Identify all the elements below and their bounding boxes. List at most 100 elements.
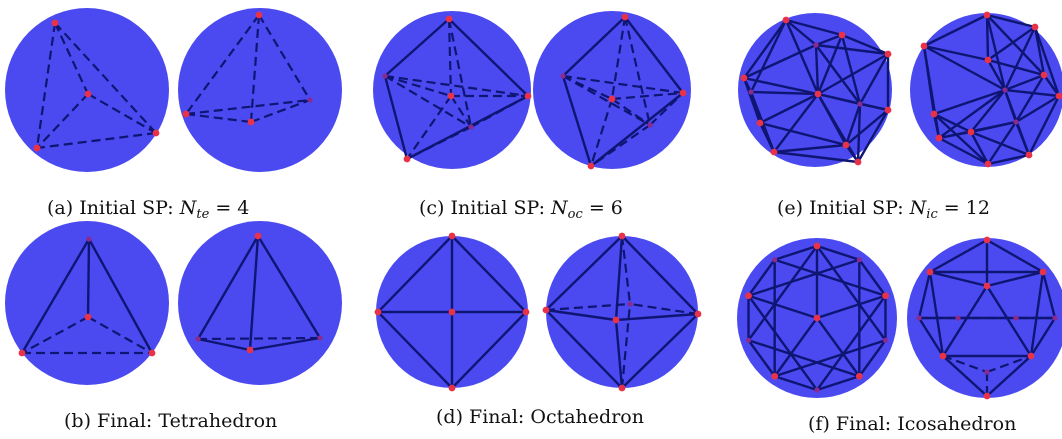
visible-edge [773, 258, 887, 297]
visible-edge [932, 112, 973, 134]
visible-edge [856, 108, 890, 164]
hidden-edge [649, 92, 684, 126]
visible-edge [840, 33, 890, 56]
hidden-edge [384, 75, 472, 128]
panel-d [374, 232, 702, 392]
charge-point [984, 160, 992, 168]
charge-point [647, 122, 653, 128]
hidden-edge [406, 95, 452, 160]
charge-point [854, 158, 862, 166]
hidden-edge [447, 18, 473, 128]
charge-point [813, 242, 821, 250]
visible-edge [1042, 73, 1061, 98]
sphere-b-left [5, 221, 169, 385]
charge-point [1055, 92, 1062, 100]
hidden-edge [384, 74, 529, 98]
visible-edge [937, 136, 990, 166]
charge-point [983, 282, 991, 290]
charge-point [955, 315, 961, 321]
charge-point [247, 118, 255, 126]
visible-edge [986, 153, 1031, 166]
charge-point [842, 141, 850, 149]
charge-point [448, 308, 456, 316]
charge-point [621, 13, 629, 21]
charge-point [857, 101, 863, 107]
sphere-d-left [374, 232, 530, 392]
visible-edge [772, 143, 848, 154]
sphere-e-left [738, 13, 892, 167]
visible-edge [937, 88, 1007, 140]
hidden-edge [589, 98, 614, 167]
charge-point [447, 92, 455, 100]
visible-edge [742, 76, 820, 96]
charge-point [542, 306, 550, 314]
charge-point [740, 74, 748, 82]
visible-edge [815, 294, 887, 320]
visible-edge [20, 237, 91, 355]
charge-point [920, 42, 928, 50]
hidden-edge [623, 16, 652, 126]
caption-a-prefix: (a) Initial SP: [47, 197, 180, 219]
caption-a-sub: te [196, 207, 210, 222]
charge-point [84, 313, 92, 321]
visible-edge [747, 339, 861, 378]
charge-point [884, 106, 892, 114]
visible-edge [758, 121, 848, 147]
visible-edge [747, 244, 819, 342]
visible-edge [815, 375, 861, 392]
visible-edge [969, 130, 990, 166]
visible-edge [383, 74, 409, 161]
hidden-edge [35, 22, 57, 149]
caption-c-suffix: = 6 [582, 197, 623, 219]
charge-point [935, 134, 943, 142]
caption-e: (e) Initial SP: Nic = 12 [777, 197, 990, 222]
caption-e-prefix: (e) Initial SP: [777, 197, 910, 219]
visible-edge [985, 13, 1007, 92]
panel-e [738, 11, 1062, 168]
caption-c-sub: oc [567, 207, 583, 222]
charge-point [814, 90, 822, 98]
charge-point [882, 337, 889, 343]
visible-edge [932, 112, 990, 166]
visible-edge [1014, 73, 1046, 124]
charge-point [468, 124, 474, 130]
visible-edge [1003, 88, 1061, 98]
visible-edge [772, 150, 860, 164]
visible-edge [937, 120, 1018, 140]
hidden-edge [36, 93, 89, 149]
visible-edge [749, 90, 820, 96]
charge-point [587, 162, 595, 170]
visible-edge [623, 15, 685, 95]
visible-edge [758, 92, 820, 125]
charge-point [618, 384, 626, 392]
hidden-edge [447, 18, 453, 97]
hidden-edge [185, 98, 311, 116]
visible-edge [447, 17, 530, 98]
charge-point [983, 392, 991, 400]
hidden-edge [562, 74, 684, 95]
visible-edge [614, 318, 624, 390]
caption-c: (c) Initial SP: Noc = 6 [419, 197, 623, 222]
visible-edge [814, 43, 820, 96]
sphere-e-right [910, 11, 1062, 168]
hidden-edge [21, 316, 89, 354]
visible-edge [248, 234, 260, 352]
visible-edge [376, 234, 454, 314]
visible-edge [614, 312, 700, 322]
visible-edge [1027, 94, 1061, 157]
hidden-edge [942, 354, 988, 374]
charge-point [930, 110, 938, 118]
charge-point [612, 316, 620, 324]
visible-edge [742, 76, 776, 154]
charge-point [813, 314, 821, 322]
visible-edge [773, 375, 819, 392]
charge-point [317, 335, 323, 341]
visible-edge [815, 316, 861, 378]
visible-edge [1014, 94, 1061, 124]
charge-point [772, 257, 778, 263]
hidden-edge [250, 98, 311, 124]
hidden-edge [185, 112, 252, 124]
charge-point [983, 11, 991, 19]
visible-edge [256, 234, 322, 340]
visible-edge [742, 18, 788, 80]
